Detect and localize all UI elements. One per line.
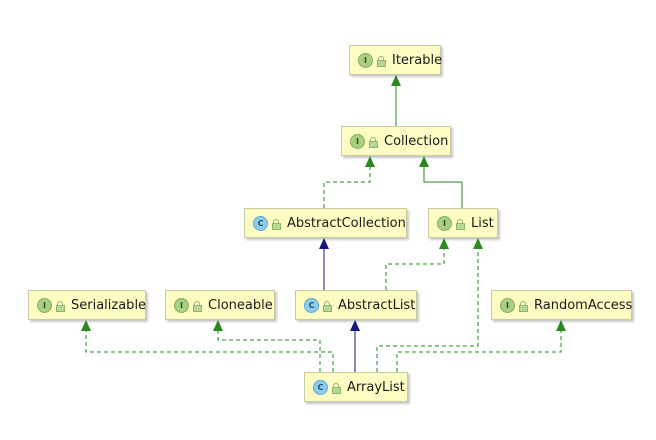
node-iterable[interactable]: I Iterable [349, 45, 443, 75]
arrowhead [439, 238, 449, 249]
class-icon: C [304, 297, 319, 313]
arrowhead [365, 156, 375, 167]
node-label: Serializable [71, 297, 147, 313]
lock-icon [272, 218, 281, 230]
node-label: AbstractCollection [287, 215, 406, 231]
arrowhead [350, 320, 360, 331]
lock-icon [456, 218, 465, 230]
edge-arraylist-to-cloneable [217, 331, 321, 372]
lock-icon [323, 300, 332, 312]
node-label: Cloneable [208, 297, 273, 313]
node-label: List [471, 215, 494, 231]
interface-icon: I [350, 133, 365, 149]
node-randomaccess[interactable]: I RandomAccess [491, 290, 632, 320]
class-icon: C [313, 379, 328, 395]
node-arraylist[interactable]: C ArrayList [304, 372, 408, 402]
lock-icon [369, 136, 378, 148]
edge-arraylist-to-randomaccess [396, 331, 562, 372]
lock-icon [377, 55, 386, 67]
arrowhead [213, 320, 223, 331]
node-cloneable[interactable]: I Cloneable [165, 290, 275, 320]
edge-abstractcollection-to-collection [323, 167, 371, 208]
arrowhead [391, 75, 401, 86]
interface-icon: I [174, 297, 189, 313]
arrowhead [473, 238, 483, 249]
edge-list-to-collection [423, 167, 463, 208]
lock-icon [193, 300, 202, 312]
node-label: ArrayList [347, 379, 405, 395]
node-label: Iterable [392, 52, 443, 68]
node-serializable[interactable]: I Serializable [28, 290, 146, 320]
arrowhead [319, 238, 329, 249]
edge-abstractlist-to-list [385, 249, 445, 290]
node-list[interactable]: I List [428, 208, 498, 238]
arrowhead [419, 156, 429, 167]
interface-icon: I [358, 52, 373, 68]
node-label: AbstractList [338, 297, 416, 313]
arrowhead [556, 320, 566, 331]
node-label: RandomAccess [534, 297, 633, 313]
edge-arraylist-to-serializable [85, 331, 334, 372]
interface-icon: I [37, 297, 52, 313]
node-abstractcollection[interactable]: C AbstractCollection [244, 208, 407, 238]
lock-icon [519, 300, 528, 312]
arrowhead [81, 320, 91, 331]
class-icon: C [253, 215, 268, 231]
node-abstractlist[interactable]: C AbstractList [295, 290, 417, 320]
interface-icon: I [437, 215, 452, 231]
edge-arraylist-to-list [376, 249, 479, 372]
node-label: Collection [384, 133, 449, 149]
lock-icon [56, 300, 65, 312]
interface-icon: I [500, 297, 515, 313]
node-collection[interactable]: I Collection [341, 126, 451, 156]
lock-icon [332, 382, 341, 394]
